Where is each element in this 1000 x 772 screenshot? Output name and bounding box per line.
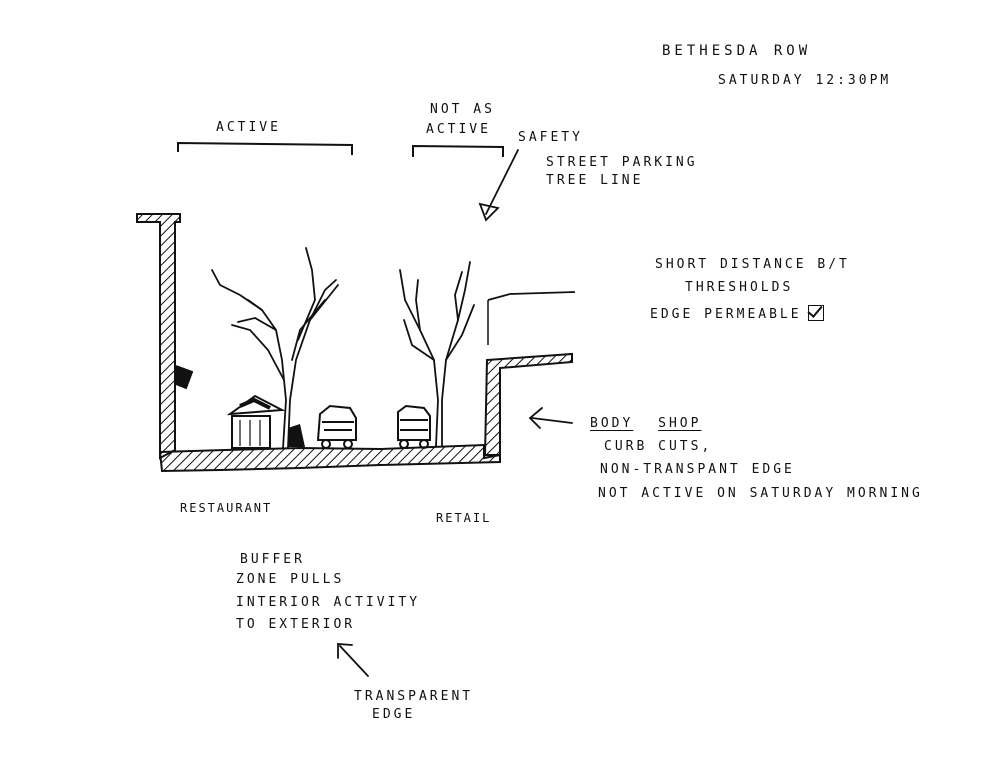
checkbox-checked-icon <box>808 305 824 321</box>
body-shop-title: Body Shop <box>590 417 701 430</box>
transparent-edge-line2: edge <box>372 708 415 721</box>
restaurant-label: Restaurant <box>180 502 272 514</box>
edge-permeable-label: Edge permeable <box>650 307 802 322</box>
buffer-line2: zone pulls <box>236 573 344 586</box>
ground-section <box>160 445 500 471</box>
time-label: Saturday 12:30PM <box>718 74 891 87</box>
active-bracket <box>178 143 352 155</box>
not-active-label-line1: Not as <box>430 103 495 116</box>
safety-tree-line: Tree line <box>546 174 643 187</box>
tree-right <box>400 262 474 446</box>
cafe-umbrella <box>230 396 305 448</box>
buffer-line3: interior activity <box>236 596 420 609</box>
curb-cuts-label: Curb cuts, <box>604 440 712 453</box>
transparent-edge-arrow-icon <box>338 644 368 676</box>
non-transpant-edge-label: Non-transpant edge <box>600 463 795 476</box>
retail-label: Retail <box>436 512 491 524</box>
safety-street-parking: Street parking <box>546 156 698 169</box>
safety-title: Safety <box>518 131 583 144</box>
not-active-label-line2: active <box>426 123 491 136</box>
location-title: Bethesda Row <box>662 44 811 58</box>
not-active-bracket <box>413 146 503 157</box>
body-shop-word2: Shop <box>658 416 701 431</box>
thresholds-line1: Short distance B/T <box>655 258 850 271</box>
buffer-line4: to exterior <box>236 618 355 631</box>
left-building-wall <box>137 214 192 458</box>
body-shop-word1: Body <box>590 416 633 431</box>
not-active-saturday-label: Not active on Saturday morning <box>598 487 923 500</box>
right-building-wall <box>485 292 575 455</box>
transparent-edge-line1: Transparent <box>354 690 473 703</box>
buffer-line1: Buffer <box>240 553 305 566</box>
parked-car-left <box>318 406 356 448</box>
body-shop-arrow-icon <box>530 408 572 428</box>
parked-car-right <box>398 406 430 448</box>
safety-arrow-icon <box>480 150 518 220</box>
active-zone-label: Active <box>216 121 281 134</box>
edge-permeable-row: Edge permeable <box>650 305 824 321</box>
thresholds-line2: Thresholds <box>685 281 793 294</box>
